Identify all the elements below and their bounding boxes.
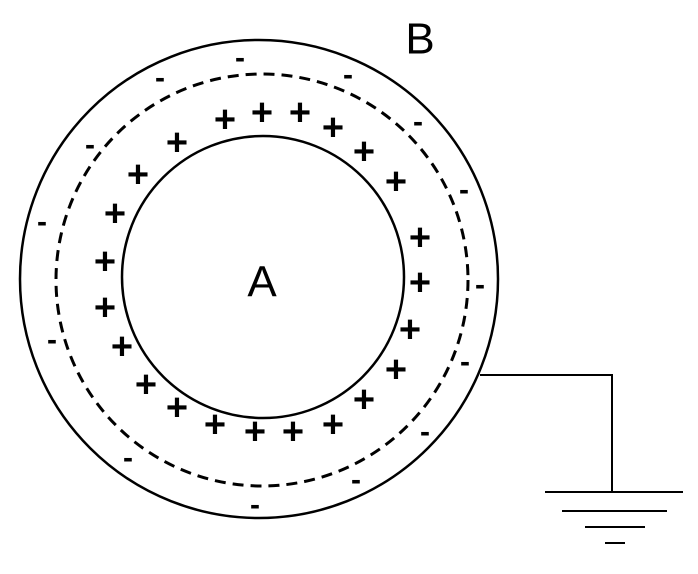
ground-wire	[480, 374, 613, 492]
minus-charge: -	[413, 106, 423, 139]
plus-charge: +	[322, 404, 344, 446]
plus-charge: +	[251, 92, 273, 134]
plus-charge: +	[127, 154, 149, 196]
gaussian-surface-dashed	[54, 72, 470, 488]
plus-charge: +	[353, 131, 375, 173]
minus-charge: -	[235, 42, 245, 75]
plus-charge: +	[166, 122, 188, 164]
plus-charge: +	[282, 411, 304, 453]
ground-symbol-icon	[545, 491, 683, 544]
plus-charge: +	[214, 99, 236, 141]
plus-charge: +	[289, 92, 311, 134]
minus-charge: -	[475, 269, 485, 302]
outer-shell-b	[18, 38, 500, 520]
minus-charge: -	[351, 464, 361, 497]
plus-charge: +	[166, 387, 188, 429]
label-a: A	[247, 258, 277, 307]
plus-charge: +	[409, 217, 431, 259]
minus-charge: -	[420, 416, 430, 449]
inner-sphere-a	[120, 134, 406, 420]
minus-charge: -	[123, 442, 133, 475]
minus-charge: -	[460, 346, 470, 379]
minus-charge: -	[155, 62, 165, 95]
plus-charge: +	[353, 379, 375, 421]
negative-charges: - - - - - - - - - - - - - -	[37, 42, 485, 522]
plus-charge: +	[322, 107, 344, 149]
plus-charge: +	[385, 161, 407, 203]
plus-charge: +	[244, 411, 266, 453]
minus-charge: -	[250, 489, 260, 522]
plus-charge: +	[94, 287, 116, 329]
plus-charge: +	[385, 349, 407, 391]
minus-charge: -	[85, 129, 95, 162]
plus-charge: +	[409, 262, 431, 304]
plus-charge: +	[104, 193, 126, 235]
positive-charges: +++++++++++++++++++++++	[94, 92, 431, 453]
plus-charge: +	[135, 364, 157, 406]
label-b: B	[405, 15, 434, 64]
minus-charge: -	[47, 324, 57, 357]
plus-charge: +	[399, 309, 421, 351]
minus-charge: -	[343, 59, 353, 92]
minus-charge: -	[37, 206, 47, 239]
minus-charge: -	[459, 174, 469, 207]
plus-charge: +	[111, 326, 133, 368]
plus-charge: +	[94, 241, 116, 283]
plus-charge: +	[204, 404, 226, 446]
